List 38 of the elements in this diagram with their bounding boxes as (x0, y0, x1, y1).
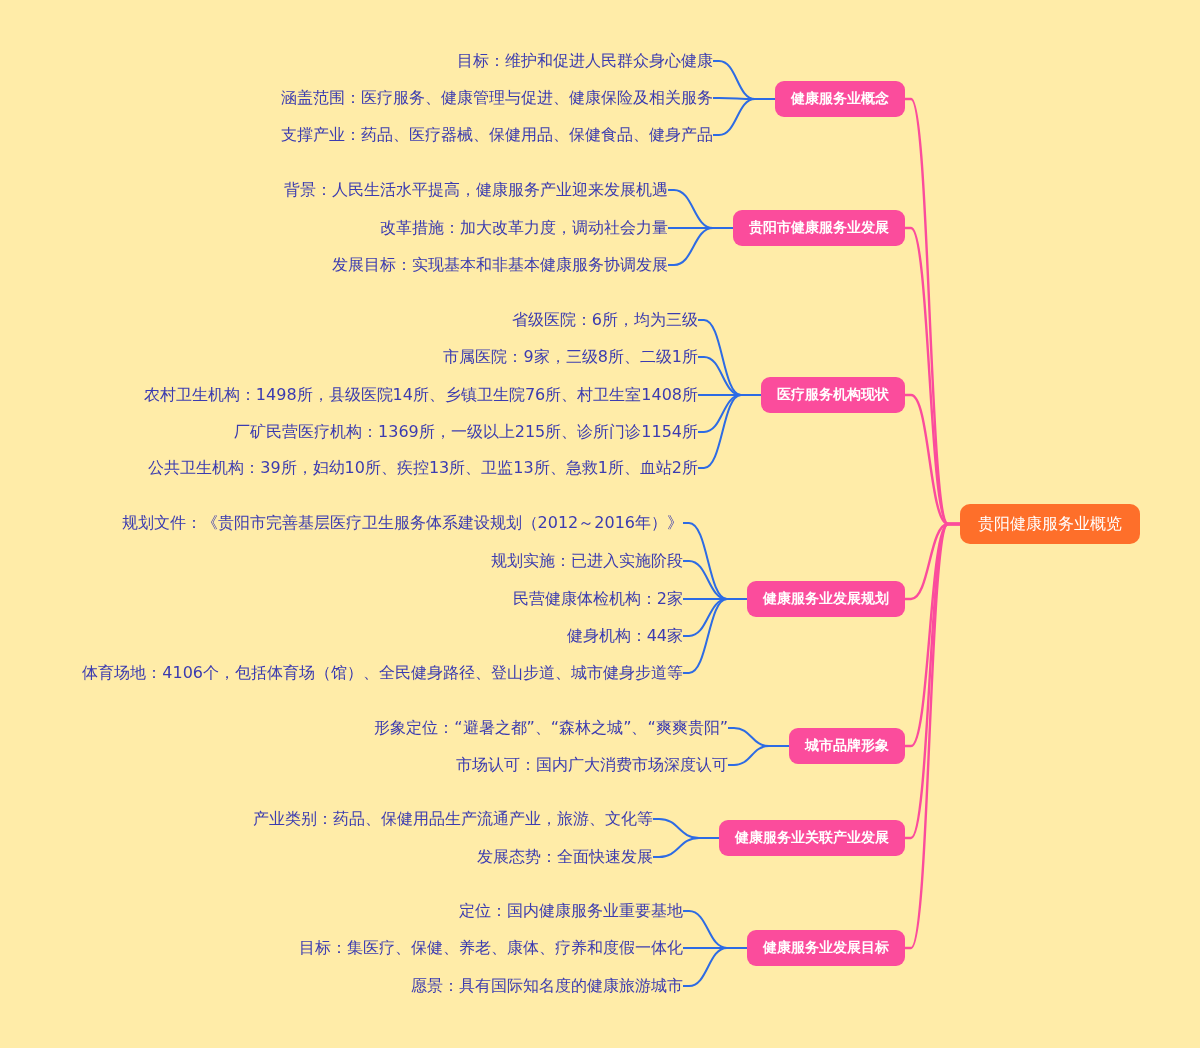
detail-text: 形象定位：“避暑之都”、“森林之城”、“爽爽贵阳” (374, 717, 728, 739)
detail-text: 规划实施：已进入实施阶段 (491, 550, 683, 572)
connector-line (697, 394, 762, 469)
detail-text: 公共卫生机构：39所，妇幼10所、疾控13所、卫监13所、急救1所、血站2所 (148, 457, 698, 479)
detail-text: 定位：国内健康服务业重要基地 (459, 900, 683, 922)
detail-text: 发展态势：全面快速发展 (477, 846, 653, 868)
branch-topic-box: 健康服务业发展规划 (747, 581, 905, 617)
detail-text: 涵盖范围：医疗服务、健康管理与促进、健康保险及相关服务 (281, 87, 713, 109)
detail-text: 改革措施：加大改革力度，调动社会力量 (380, 217, 668, 239)
connector-line (667, 227, 734, 266)
detail-text: 目标：集医疗、保健、养老、康体、疗养和度假一体化 (299, 937, 683, 959)
branch-topic-box: 健康服务业概念 (775, 81, 905, 117)
detail-text: 民营健康体检机构：2家 (512, 588, 683, 610)
detail-text: 支撑产业：药品、医疗器械、保健用品、保健食品、健身产品 (281, 124, 713, 146)
detail-text: 健身机构：44家 (566, 625, 683, 647)
detail-text: 市属医院：9家，三级8所、二级1所 (443, 346, 698, 368)
detail-text: 市场认可：国内广大消费市场深度认可 (456, 754, 728, 776)
connector-line (652, 837, 720, 858)
detail-text: 体育场地：4106个，包括体育场（馆）、全民健身路径、登山步道、城市健身步道等 (82, 662, 683, 684)
central-topic-box: 贵阳健康服务业概览 (960, 504, 1140, 544)
detail-text: 厂矿民营医疗机构：1369所，一级以上215所、诊所门诊1154所 (234, 421, 698, 443)
connector-line (712, 98, 776, 136)
detail-text: 发展目标：实现基本和非基本健康服务协调发展 (332, 254, 668, 276)
detail-text: 规划文件：《贵阳市完善基层医疗卫生服务体系建设规划（2012～2016年）》 (121, 512, 683, 534)
detail-text: 愿景：具有国际知名度的健康旅游城市 (411, 975, 683, 997)
detail-text: 目标：维护和促进人民群众身心健康 (457, 50, 713, 72)
detail-text: 省级医院：6所，均为三级 (511, 309, 698, 331)
branch-topic-box: 城市品牌形象 (789, 728, 905, 764)
connector-line (727, 745, 790, 766)
branch-topic-box: 贵阳市健康服务业发展 (733, 210, 905, 246)
branch-topic-box: 健康服务业发展目标 (747, 930, 905, 966)
branch-topic-box: 健康服务业关联产业发展 (719, 820, 905, 856)
detail-text: 背景：人民生活水平提高，健康服务产业迎来发展机遇 (284, 179, 668, 201)
connector-line (682, 598, 748, 674)
connector-line (682, 947, 748, 987)
detail-text: 产业类别：药品、保健用品生产流通产业，旅游、文化等 (253, 808, 653, 830)
detail-text: 农村卫生机构：1498所，县级医院14所、乡镇卫生院76所、村卫生室1408所 (143, 384, 698, 406)
branch-topic-box: 医疗服务机构现状 (761, 377, 905, 413)
